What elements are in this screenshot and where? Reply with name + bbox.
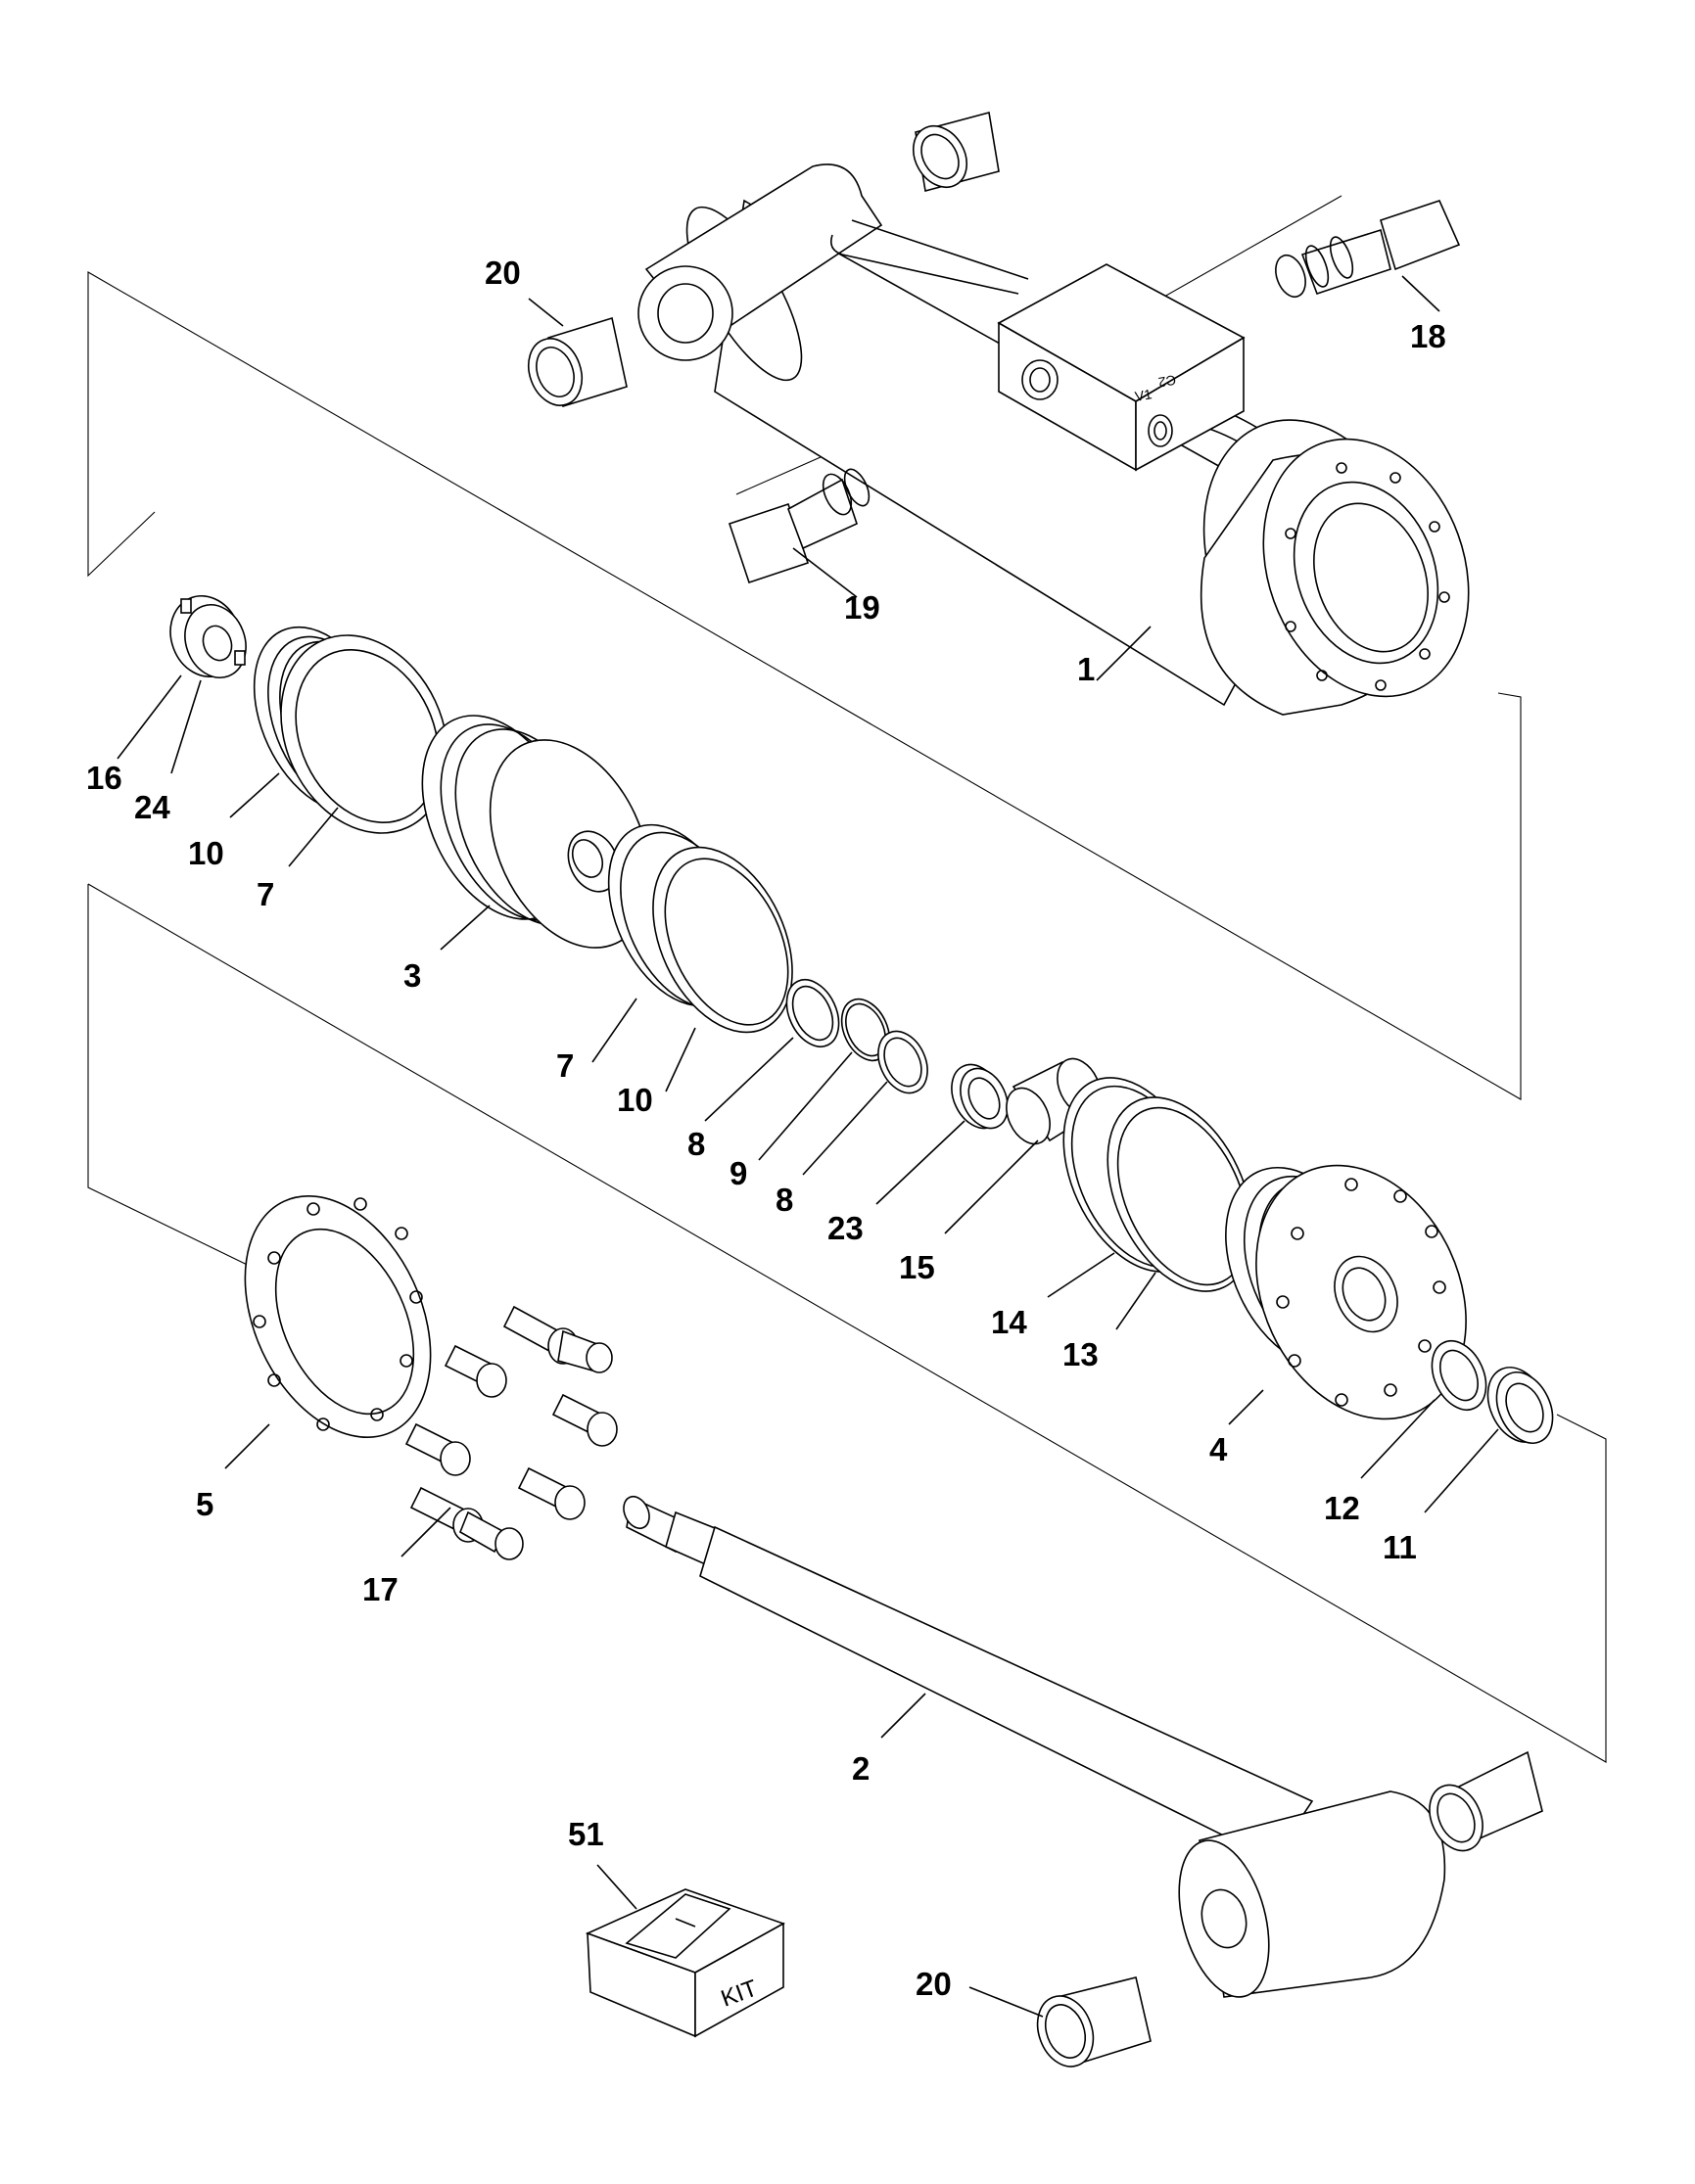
leader-lines: [117, 275, 1499, 2018]
bolt: [551, 1393, 618, 1447]
callout-19: 19: [844, 589, 880, 626]
callout-11: 11: [1383, 1529, 1417, 1565]
callout-12: 12: [1324, 1490, 1360, 1526]
bolt: [404, 1422, 471, 1476]
piston-rod-2-part: [623, 1495, 1446, 1998]
callout-20-lower: 20: [916, 1966, 952, 2002]
assembly-frame-upper: [87, 271, 1522, 1100]
callout-1: 1: [1077, 651, 1095, 687]
bushing-upper-part: [527, 316, 628, 408]
callout-13: 13: [1062, 1336, 1099, 1372]
callout-8-lower: 8: [776, 1182, 793, 1218]
ring-set-upper-part: [253, 626, 448, 834]
piston-part: [421, 715, 651, 949]
callout-labels: 20 18 19 1 16 24 10 7 3 7 10 8 9 8 23 15…: [86, 255, 1446, 2002]
callout-51: 51: [568, 1816, 604, 1852]
bolt: [409, 1486, 524, 1560]
callout-4: 4: [1209, 1431, 1228, 1467]
port-marking-v1: V1: [1134, 386, 1154, 404]
o-ring-13-part: [1106, 1096, 1253, 1292]
callout-15: 15: [899, 1249, 935, 1285]
bolt: [517, 1466, 586, 1520]
assembly-frame-lower: [87, 883, 1607, 1763]
bushing-lower-part: [1036, 1976, 1152, 2068]
callout-7-lower: 7: [556, 1047, 574, 1084]
callout-24: 24: [134, 789, 170, 825]
callout-10-lower: 10: [617, 1082, 653, 1118]
callout-8-upper: 8: [687, 1126, 705, 1162]
bushing-rod-eye-part: [1429, 1750, 1543, 1852]
bolt: [502, 1305, 613, 1373]
seal-23-part: [951, 1063, 1009, 1130]
callout-17: 17: [362, 1571, 399, 1607]
callout-5: 5: [196, 1486, 213, 1522]
callout-20-upper: 20: [485, 255, 521, 291]
callout-16: 16: [86, 760, 122, 796]
cylinder-barrel-part: V1 C2: [637, 163, 1470, 716]
callout-9: 9: [730, 1155, 747, 1191]
gland-4-part: [1225, 1164, 1467, 1420]
seal-8-part: [785, 979, 840, 1047]
callout-18: 18: [1410, 318, 1446, 354]
gasket-5-part: [244, 1195, 432, 1438]
callout-2: 2: [852, 1750, 870, 1787]
callout-23: 23: [827, 1210, 864, 1246]
callout-7-upper: 7: [257, 876, 274, 912]
callout-10-upper: 10: [188, 835, 224, 871]
callout-14: 14: [991, 1304, 1027, 1340]
kit-box-51-part: KIT: [585, 1888, 785, 2038]
bolts-17-part: [404, 1305, 618, 1560]
port-marking-c2: C2: [1157, 372, 1178, 391]
wiper-11-part: [1486, 1367, 1554, 1444]
callout-3: 3: [403, 957, 421, 994]
fitting-18-part: [1275, 200, 1461, 299]
seal-12-part: [1431, 1340, 1487, 1411]
ring-set-lower-part: [607, 823, 793, 1034]
bushing-top-part: [912, 112, 1000, 192]
bolt: [444, 1344, 507, 1398]
seal-8b-part: [877, 1030, 928, 1094]
lock-nut-16-part: [169, 594, 247, 678]
fitting-19-part: [728, 468, 871, 584]
